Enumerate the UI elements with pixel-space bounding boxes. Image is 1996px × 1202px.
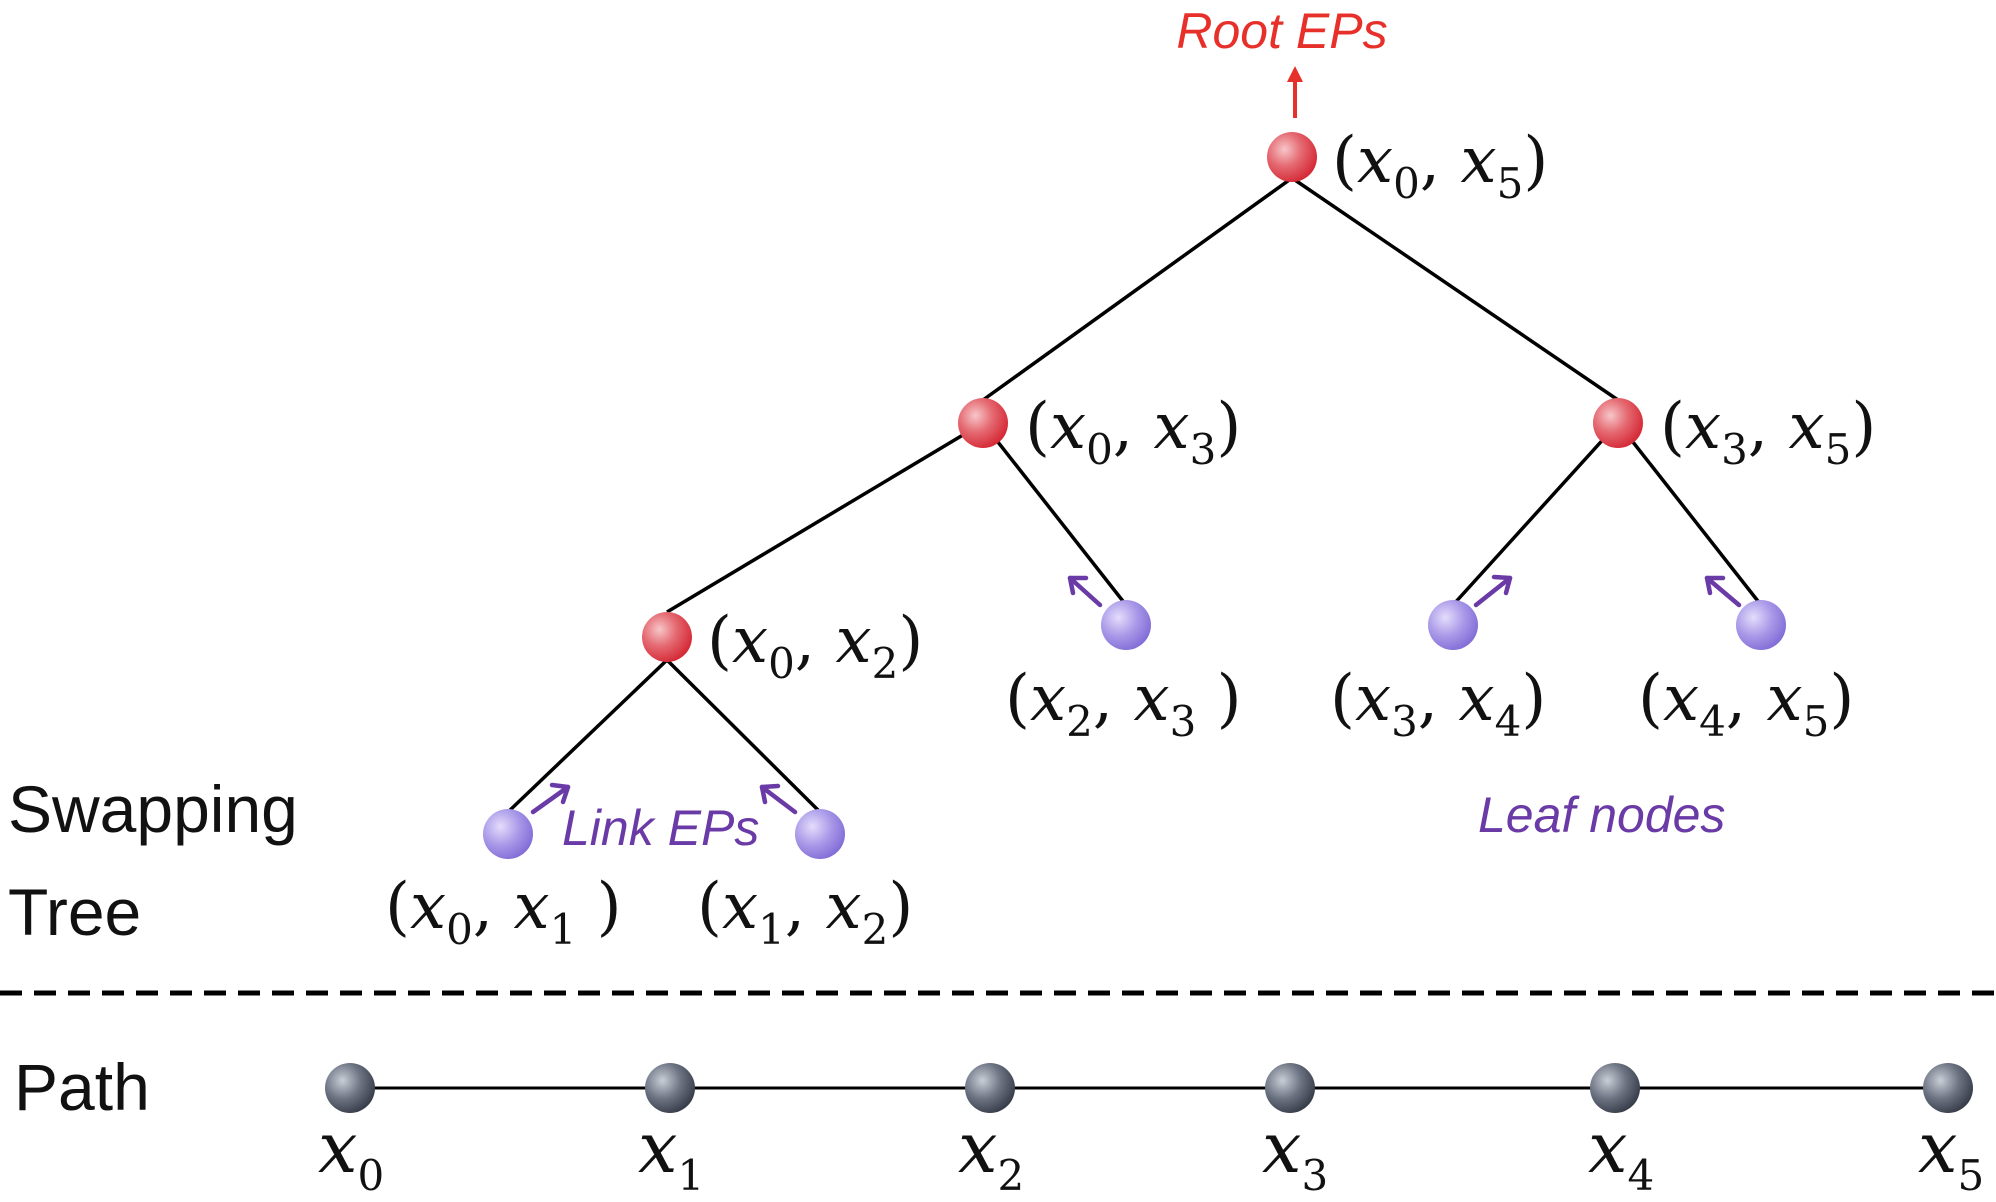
label-n03: (x0, x3) xyxy=(1025,390,1241,474)
edge-n02-n01 xyxy=(506,658,669,814)
path-node-1 xyxy=(645,1063,695,1113)
arrow-up-left-icon xyxy=(1704,575,1742,608)
edge-n03-n02 xyxy=(666,421,984,614)
tree-node-n34 xyxy=(1428,600,1478,650)
label-n01: (x0, x1 ) xyxy=(385,870,622,954)
label-n23: (x2, x3 ) xyxy=(1005,662,1242,746)
path-label-1: x1 xyxy=(638,1107,704,1200)
tree-node-n45 xyxy=(1736,600,1786,650)
path-node-2 xyxy=(965,1063,1015,1113)
tree-node-n35 xyxy=(1593,398,1643,448)
path-node-0 xyxy=(325,1063,375,1113)
label-n35: (x3, x5) xyxy=(1660,390,1876,474)
path-node-3 xyxy=(1265,1063,1315,1113)
tree-node-n05 xyxy=(1267,132,1317,182)
path-node-5 xyxy=(1923,1063,1973,1113)
arrow-up-right-icon xyxy=(530,782,571,815)
edge-n05-n35 xyxy=(1291,176,1619,402)
path-node-4 xyxy=(1590,1063,1640,1113)
tree-node-n02 xyxy=(642,612,692,662)
path-label-4: x4 xyxy=(1588,1107,1654,1200)
label-n02: (x0, x2) xyxy=(707,604,923,688)
label-n34: (x3, x4) xyxy=(1330,662,1546,746)
tree-node-labels: (x0, x5) (x0, x3) (x3, x5) (x0, x2) (x2,… xyxy=(385,124,1876,954)
tree-node-circles xyxy=(483,132,1786,859)
arrow-up-left-icon xyxy=(759,783,798,815)
arrow-up-right-icon xyxy=(1473,574,1513,608)
root-eps-label: Root EPs xyxy=(1176,3,1387,59)
arrow-up-left-icon xyxy=(1067,575,1103,608)
tree-node-n01 xyxy=(483,809,533,859)
path-node-labels: x0 x1 x2 x3 x4 x5 xyxy=(318,1107,1984,1200)
path-label: Path xyxy=(14,1050,150,1124)
edge-n35-n34 xyxy=(1451,421,1620,607)
label-n12: (x1, x2) xyxy=(697,870,913,954)
label-n05-b: 5 xyxy=(1497,159,1524,208)
label-n45: (x4, x5) xyxy=(1638,662,1854,746)
link-eps-label: Link EPs xyxy=(562,800,759,856)
leaf-nodes-label: Leaf nodes xyxy=(1478,787,1725,843)
path-label-5: x5 xyxy=(1918,1107,1984,1200)
tree-node-n03 xyxy=(958,398,1008,448)
edge-n05-n03 xyxy=(981,176,1294,402)
label-n05-a: 0 xyxy=(1393,159,1420,208)
path-label-3: x3 xyxy=(1262,1107,1328,1200)
edge-n35-n45 xyxy=(1616,421,1763,607)
edge-n03-n23 xyxy=(981,421,1128,607)
swapping-label: Swapping xyxy=(8,772,298,846)
tree-edges xyxy=(506,176,1763,814)
link-ep-arrows xyxy=(530,574,1742,815)
tree-node-n12 xyxy=(795,809,845,859)
tree-label: Tree xyxy=(8,875,141,949)
label-n05: (x0, x5) xyxy=(1332,124,1548,208)
root-arrow-icon xyxy=(1287,66,1303,118)
path-label-0: x0 xyxy=(318,1107,384,1200)
edge-n02-n12 xyxy=(665,658,822,814)
path-label-2: x2 xyxy=(958,1107,1024,1200)
tree-node-n23 xyxy=(1101,600,1151,650)
path-node-circles xyxy=(325,1063,1973,1113)
